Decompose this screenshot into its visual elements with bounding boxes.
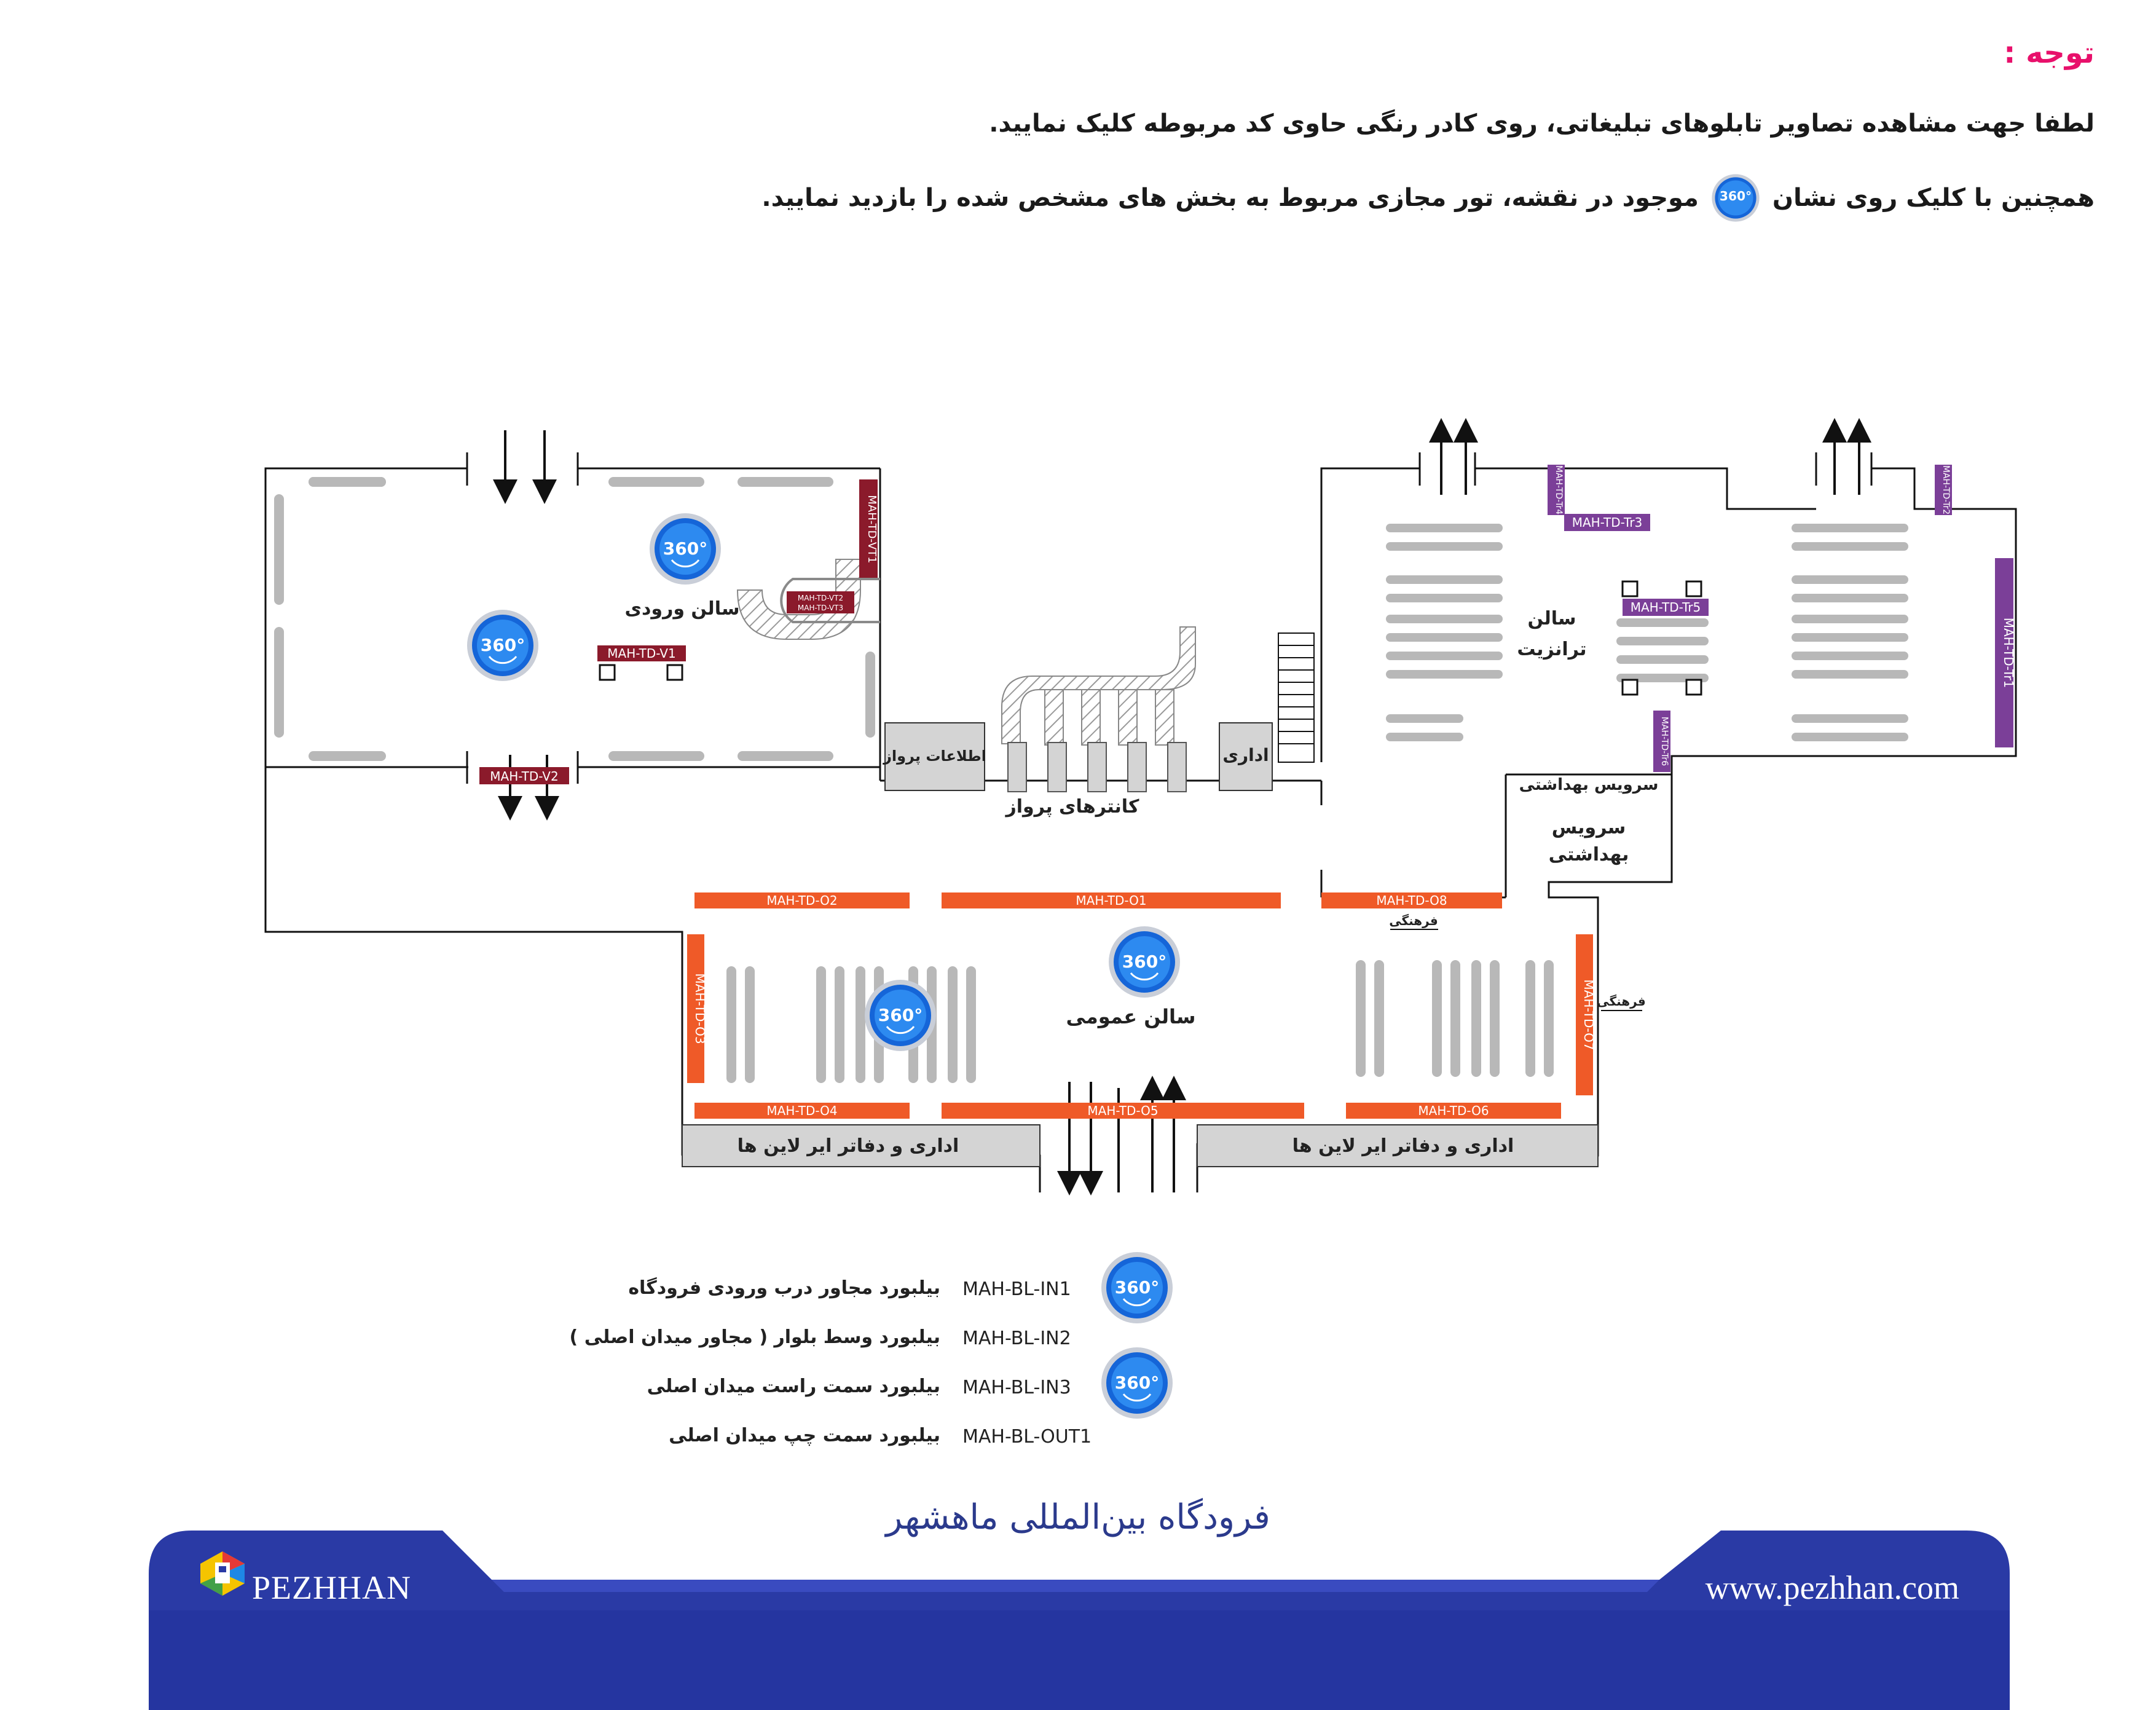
- vr-tour-entrance-1[interactable]: 360°: [648, 512, 722, 586]
- vr-360-icon-text: 360°: [1720, 189, 1752, 203]
- svg-text:MAH-TD-O1: MAH-TD-O1: [1076, 893, 1146, 908]
- label-flight-info: اطلاعات پرواز: [883, 747, 986, 765]
- svg-text:MAH-TD-O8: MAH-TD-O8: [1376, 893, 1447, 908]
- svg-text:MAH-TD-O4: MAH-TD-O4: [766, 1103, 837, 1118]
- notice-title: توجه :: [2004, 36, 2095, 70]
- legend-desc-in2: بیلبورد وسط بلوار ( مجاور میدان اصلی ): [569, 1326, 940, 1348]
- legend-desc-in3: بیلبورد سمت راست میدان اصلی: [647, 1376, 940, 1397]
- legend-code-out1[interactable]: MAH-BL-OUT1: [962, 1426, 1092, 1448]
- svg-text:360°: 360°: [1122, 952, 1167, 972]
- brand-name: PEZHHAN: [252, 1569, 411, 1606]
- vr-tour-general-2[interactable]: 360°: [864, 979, 937, 1052]
- label-cultural-1: فرهنگی: [1389, 913, 1438, 928]
- svg-text:360°: 360°: [663, 538, 707, 559]
- label-entrance-hall: سالن ورودی: [625, 598, 740, 620]
- label-transit-hall-1: سالن: [1527, 608, 1576, 629]
- ad-code-o1[interactable]: MAH-TD-O1: [942, 892, 1281, 908]
- svg-text:MAH-TD-O2: MAH-TD-O2: [766, 893, 837, 908]
- svg-text:MAH-TD-Tr2: MAH-TD-Tr2: [1941, 465, 1951, 514]
- vr-tour-entrance-2[interactable]: 360°: [466, 609, 540, 682]
- legend-desc-in1: بیلبورد مجاور درب ورودی فرودگاه: [628, 1277, 940, 1299]
- notice-line-2-after: موجود در نقشه، تور مجازی مربوط به بخش ها…: [761, 184, 1699, 212]
- svg-text:MAH-TD-Tr1: MAH-TD-Tr1: [2001, 618, 2016, 688]
- airport-title: فرودگاه بین‌المللی ماهشهر: [886, 1497, 1270, 1537]
- stairs: [1278, 632, 1315, 763]
- svg-text:MAH-TD-Tr3: MAH-TD-Tr3: [1572, 515, 1643, 530]
- notice-line-1: لطفا جهت مشاهده تصاویر تابلوهای تبلیغاتی…: [989, 109, 2095, 138]
- footer-band: [149, 1531, 2010, 1710]
- check-in-desks: [1044, 689, 1174, 746]
- legend-code-in2[interactable]: MAH-BL-IN2: [962, 1328, 1071, 1349]
- svg-text:MAH-TD-O5: MAH-TD-O5: [1087, 1103, 1158, 1118]
- svg-text:MAH-TD-O6: MAH-TD-O6: [1418, 1103, 1489, 1118]
- legend-desc-out1: بیلبورد سمت چپ میدان اصلی: [669, 1425, 940, 1446]
- label-restroom-2a: سرویس: [1552, 817, 1626, 838]
- svg-text:MAH-TD-Tr6: MAH-TD-Tr6: [1659, 717, 1669, 766]
- svg-text:360°: 360°: [1115, 1373, 1159, 1393]
- label-admin: اداری: [1222, 745, 1269, 765]
- notice-line-2: همچنین با کلیک روی نشان 360° موجود در نق…: [761, 172, 2095, 224]
- vr-tour-billboard-in3[interactable]: 360°: [1100, 1346, 1174, 1420]
- label-restroom-1: سرویس بهداشتی: [1519, 776, 1659, 794]
- label-airline-offices-left: اداری و دفاتر ایر لاین ها: [738, 1135, 959, 1157]
- label-restroom-2b: بهداشتی: [1549, 844, 1629, 865]
- pillars: [599, 580, 1702, 696]
- svg-text:MAH-TD-O7: MAH-TD-O7: [1581, 979, 1596, 1050]
- vr-360-icon: 360°: [1712, 174, 1760, 222]
- label-transit-hall-2: ترانزیت: [1517, 639, 1586, 660]
- vr-tour-general-1[interactable]: 360°: [1108, 925, 1181, 999]
- label-airline-offices-right: اداری و دفاتر ایر لاین ها: [1292, 1135, 1514, 1157]
- svg-text:MAH-TD-VT1: MAH-TD-VT1: [865, 495, 878, 563]
- ad-code-tr5[interactable]: MAH-TD-Tr5: [1623, 599, 1709, 616]
- vr-tour-billboard-in1[interactable]: 360°: [1100, 1251, 1174, 1325]
- svg-text:MAH-TD-VT3: MAH-TD-VT3: [798, 604, 843, 612]
- ad-code-tr1[interactable]: MAH-TD-Tr1: [1995, 558, 2016, 747]
- ad-code-tr3[interactable]: MAH-TD-Tr3: [1564, 514, 1650, 531]
- building-walls: [264, 452, 2017, 1192]
- label-general-hall: سالن عمومی: [1066, 1005, 1196, 1028]
- website-link[interactable]: www.pezhhan.com: [1705, 1569, 1959, 1606]
- svg-text:MAH-TD-V2: MAH-TD-V2: [490, 769, 558, 784]
- svg-text:MAH-TD-V1: MAH-TD-V1: [607, 646, 675, 661]
- svg-text:360°: 360°: [1115, 1277, 1159, 1298]
- notice-line-2-before: همچنین با کلیک روی نشان: [1772, 184, 2095, 212]
- ad-code-tr6[interactable]: MAH-TD-Tr6: [1653, 711, 1670, 772]
- counter-booths: [1007, 742, 1187, 792]
- ad-code-v2[interactable]: MAH-TD-V2: [479, 767, 569, 784]
- pezhhan-logo-icon: [200, 1551, 245, 1596]
- svg-text:MAH-TD-Tr5: MAH-TD-Tr5: [1631, 600, 1701, 615]
- svg-text:MAH-TD-O3: MAH-TD-O3: [693, 973, 707, 1044]
- label-flight-counters: کانترهای پرواز: [1004, 796, 1139, 818]
- ad-code-o3[interactable]: MAH-TD-O3: [687, 934, 707, 1083]
- grey-rooms: [682, 722, 1599, 1167]
- ad-code-o7[interactable]: MAH-TD-O7: [1576, 934, 1596, 1095]
- svg-text:360°: 360°: [878, 1005, 923, 1025]
- svg-text:MAH-TD-Tr4: MAH-TD-Tr4: [1554, 465, 1564, 514]
- svg-text:MAH-TD-VT2: MAH-TD-VT2: [798, 594, 843, 602]
- ad-code-tr2[interactable]: MAH-TD-Tr2: [1935, 465, 1952, 515]
- svg-text:360°: 360°: [481, 635, 525, 655]
- check-in-conveyor: [1001, 626, 1196, 744]
- ad-code-vt1[interactable]: MAH-TD-VT1: [859, 479, 878, 579]
- ad-code-o6[interactable]: MAH-TD-O6: [1346, 1103, 1561, 1119]
- ad-code-o2[interactable]: MAH-TD-O2: [694, 892, 910, 908]
- ad-code-tr4[interactable]: MAH-TD-Tr4: [1548, 465, 1565, 515]
- label-cultural-2: فرهنگی: [1597, 994, 1645, 1009]
- ad-code-v1[interactable]: MAH-TD-V1: [597, 645, 686, 661]
- ad-code-o4[interactable]: MAH-TD-O4: [694, 1103, 910, 1119]
- ad-code-vt2-vt3[interactable]: MAH-TD-VT2 MAH-TD-VT3: [780, 578, 880, 623]
- legend-code-in3[interactable]: MAH-BL-IN3: [962, 1377, 1071, 1398]
- ad-code-o5[interactable]: MAH-TD-O5: [942, 1103, 1304, 1119]
- legend-code-in1[interactable]: MAH-BL-IN1: [962, 1279, 1071, 1300]
- ad-code-o8[interactable]: MAH-TD-O8: [1321, 892, 1502, 908]
